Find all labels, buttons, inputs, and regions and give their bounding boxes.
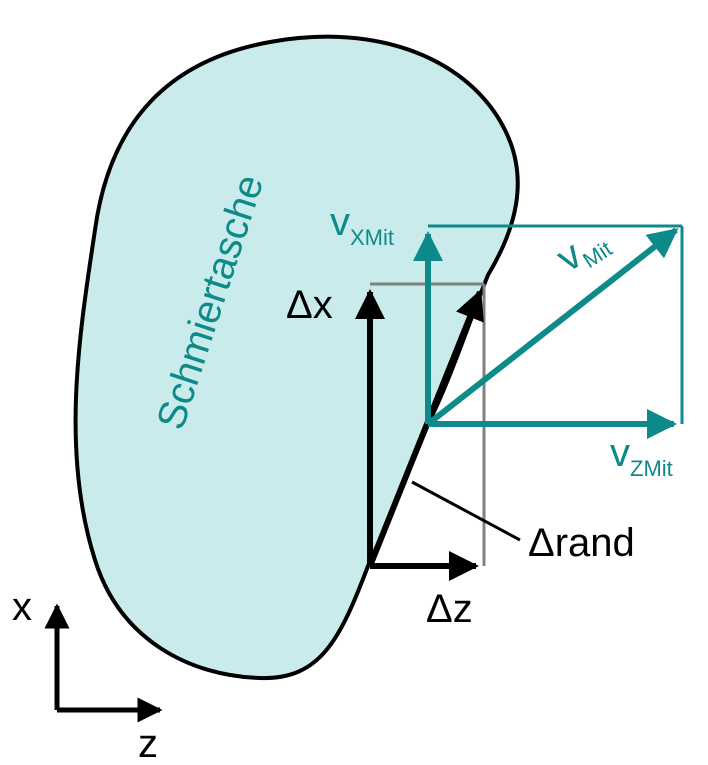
delta-rand-leader (411, 480, 521, 542)
delta-z-label: Δz (426, 587, 473, 631)
axis-x-label: x (12, 585, 32, 629)
axis-z-label: z (138, 722, 158, 765)
delta-x-label: Δx (286, 283, 333, 327)
v-x-mit-label: vXMit (330, 200, 394, 250)
delta-rand-label: Δrand (528, 521, 635, 565)
v-z-mit-label: vZMit (610, 431, 673, 481)
boundary-direction-arrow (367, 289, 484, 568)
v-mit-arrow (426, 227, 679, 427)
